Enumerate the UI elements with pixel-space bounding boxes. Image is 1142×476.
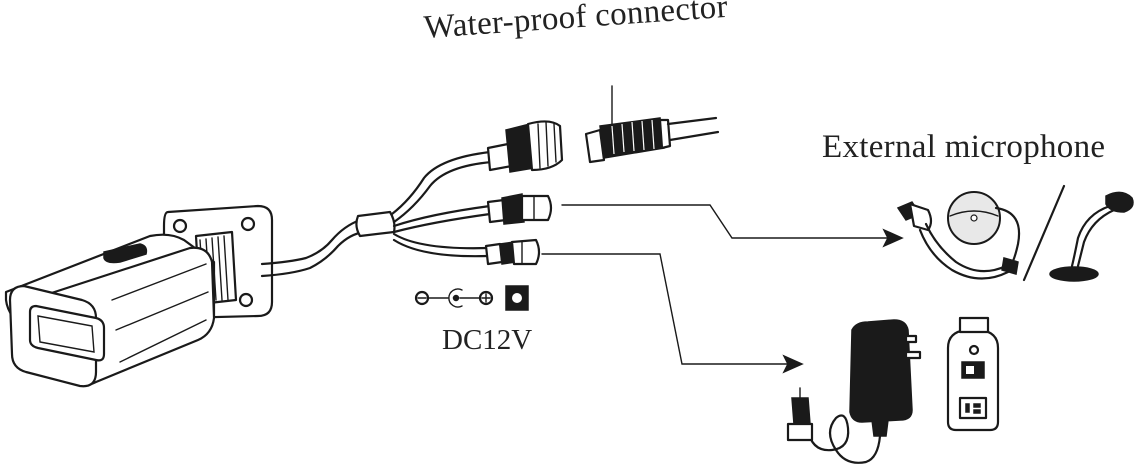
- dc-polarity-symbol-icon: [414, 285, 529, 311]
- gooseneck-desk-microphone-icon: [1049, 191, 1134, 282]
- round-pickup-microphone-icon: [947, 191, 1021, 268]
- wall-outlet-icon: [946, 316, 1000, 432]
- audio-arrow: [561, 204, 904, 248]
- microphone-cable-icon: [896, 201, 1019, 280]
- network-plug-icon: [584, 116, 720, 164]
- external-microphone-label: External microphone: [822, 129, 1106, 165]
- power-arrow: [541, 253, 804, 374]
- dc-power-jack-icon: [484, 238, 541, 266]
- cable-harness: [260, 150, 494, 278]
- bullet-camera-icon: [4, 204, 274, 388]
- dc-power-label: DC12V: [442, 324, 533, 356]
- audio-jack-icon: [486, 193, 553, 225]
- waterproof-network-connector-icon: [486, 120, 564, 173]
- power-adapter-icon: [786, 319, 922, 464]
- divider-slash: [1022, 184, 1066, 282]
